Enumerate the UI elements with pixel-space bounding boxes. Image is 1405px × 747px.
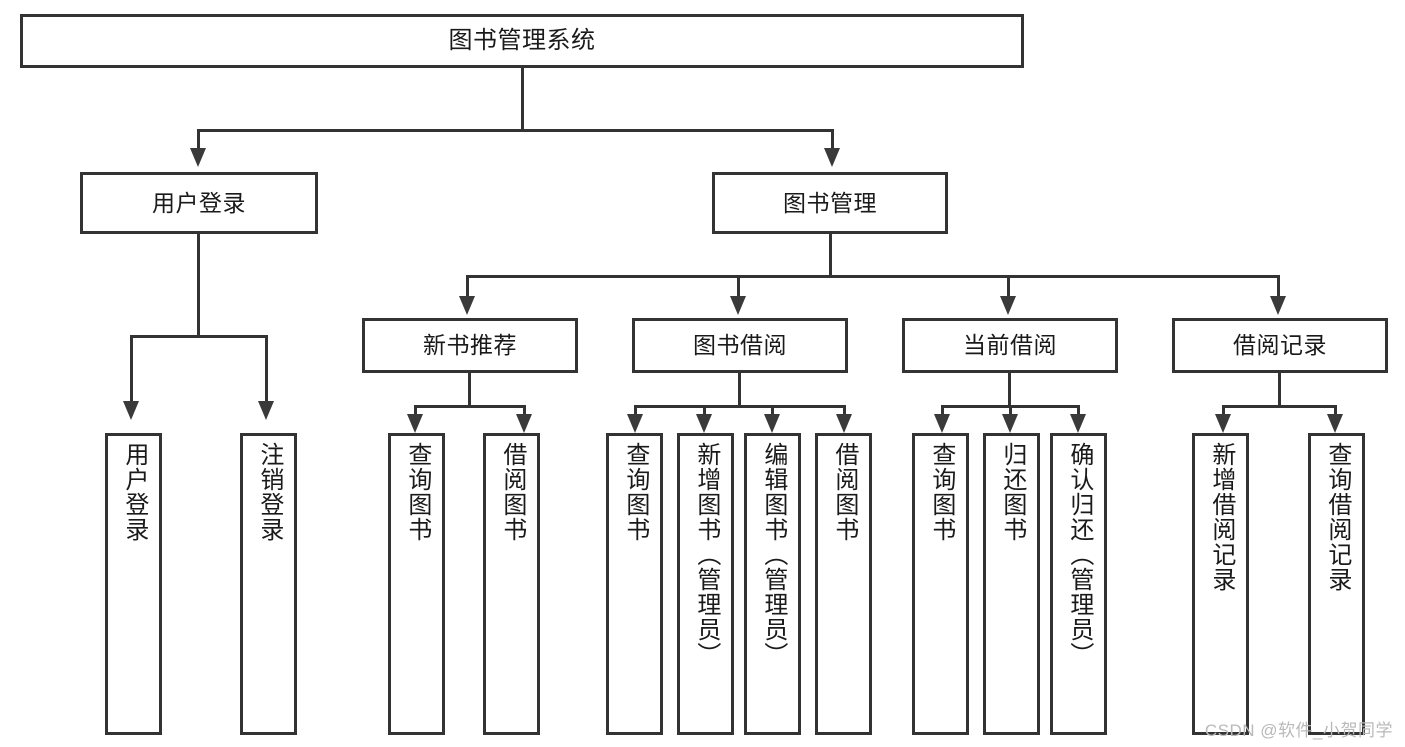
arrow-leaf-return-book xyxy=(1002,414,1018,433)
arrow-to-book-management xyxy=(824,148,840,167)
node-user-login-label: 用户登录 xyxy=(152,189,246,216)
node-leaf-query-book-3[interactable]: 查询图书 xyxy=(912,433,969,735)
node-leaf-query-record-label: 查询借阅记录 xyxy=(1323,442,1351,592)
edge-to-borrow-record xyxy=(1277,275,1280,297)
node-root-label: 图书管理系统 xyxy=(448,27,596,54)
node-leaf-user-logout[interactable]: 注销登录 xyxy=(240,433,297,735)
node-leaf-user-logout-label: 注销登录 xyxy=(255,442,283,542)
node-leaf-return-book[interactable]: 归还图书 xyxy=(983,433,1040,735)
arrow-to-book-borrow xyxy=(730,296,746,315)
arrow-to-borrow-record xyxy=(1270,296,1286,315)
edge-level2-bar xyxy=(466,275,1280,278)
arrow-to-current-borrow xyxy=(1000,296,1016,315)
arrow-leaf-query-record xyxy=(1327,414,1343,433)
edge-nbr-drop-2 xyxy=(523,405,526,419)
node-book-management[interactable]: 图书管理 xyxy=(712,172,948,234)
edge-user-login-drop-2 xyxy=(265,335,268,403)
node-leaf-add-record[interactable]: 新增借阅记录 xyxy=(1192,433,1249,735)
node-leaf-add-record-label: 新增借阅记录 xyxy=(1207,442,1235,592)
node-leaf-query-book-1-label: 查询图书 xyxy=(403,442,431,542)
arrow-leaf-query-book-2 xyxy=(627,414,643,433)
node-borrow-record-label: 借阅记录 xyxy=(1233,332,1327,359)
arrow-to-new-book-recommend xyxy=(459,296,475,315)
node-leaf-confirm-return[interactable]: 确认归还（管理员） xyxy=(1050,433,1107,735)
edge-cb-drop-1 xyxy=(941,405,944,419)
node-leaf-return-book-label: 归还图书 xyxy=(998,442,1026,542)
node-leaf-user-login-label: 用户登录 xyxy=(120,442,148,542)
edge-to-book-management xyxy=(831,129,834,149)
node-leaf-confirm-return-label: 确认归还（管理员） xyxy=(1065,442,1093,667)
edge-bb-drop-3 xyxy=(771,405,774,419)
arrow-leaf-add-record xyxy=(1215,414,1231,433)
arrow-leaf-user-logout xyxy=(258,401,274,420)
node-new-book-recommend-label: 新书推荐 xyxy=(423,332,517,359)
edge-current-borrow-stem xyxy=(1008,373,1011,407)
node-leaf-query-book-2-label: 查询图书 xyxy=(621,442,649,542)
node-leaf-query-book-2[interactable]: 查询图书 xyxy=(606,433,663,735)
edge-book-management-stem xyxy=(829,234,832,277)
edge-to-book-borrow xyxy=(737,275,740,297)
edge-user-login-drop-1 xyxy=(130,335,133,403)
node-leaf-borrow-book-2[interactable]: 借阅图书 xyxy=(815,433,872,735)
node-new-book-recommend[interactable]: 新书推荐 xyxy=(362,318,578,373)
arrow-leaf-borrow-book-2 xyxy=(836,414,852,433)
arrow-leaf-edit-book xyxy=(764,414,780,433)
edge-user-login-stem xyxy=(197,234,200,337)
node-leaf-add-book[interactable]: 新增图书（管理员） xyxy=(677,433,734,735)
node-current-borrow-label: 当前借阅 xyxy=(963,332,1057,359)
node-leaf-edit-book[interactable]: 编辑图书（管理员） xyxy=(744,433,801,735)
edge-new-book-recommend-stem xyxy=(468,373,471,407)
edge-to-current-borrow xyxy=(1007,275,1010,297)
node-leaf-borrow-book-2-label: 借阅图书 xyxy=(830,442,858,542)
node-user-login[interactable]: 用户登录 xyxy=(80,172,318,234)
edge-book-borrow-bar xyxy=(634,405,846,408)
edge-bb-drop-2 xyxy=(703,405,706,419)
edge-user-login-bar xyxy=(130,335,268,338)
arrow-leaf-add-book xyxy=(696,414,712,433)
edge-borrow-record-stem xyxy=(1278,373,1281,407)
arrow-leaf-query-book-1 xyxy=(407,414,423,433)
edge-to-user-login xyxy=(197,129,200,149)
edge-to-new-book-recommend xyxy=(466,275,469,297)
edge-cb-drop-2 xyxy=(1009,405,1012,419)
arrow-leaf-confirm-return xyxy=(1070,414,1086,433)
node-leaf-user-login[interactable]: 用户登录 xyxy=(105,433,162,735)
node-book-borrow[interactable]: 图书借阅 xyxy=(632,318,848,373)
edge-bb-drop-4 xyxy=(843,405,846,419)
edge-bb-drop-1 xyxy=(634,405,637,419)
edge-borrow-record-bar xyxy=(1222,405,1337,408)
edge-br-drop-1 xyxy=(1222,405,1225,419)
node-root[interactable]: 图书管理系统 xyxy=(20,14,1024,68)
watermark: CSDN @软件_小贺同学 xyxy=(1204,721,1393,740)
node-leaf-query-book-1[interactable]: 查询图书 xyxy=(388,433,445,735)
edge-level1-bar xyxy=(197,129,834,132)
arrow-leaf-user-login xyxy=(123,401,139,420)
edge-cb-drop-3 xyxy=(1077,405,1080,419)
arrow-to-user-login xyxy=(190,148,206,167)
arrow-leaf-query-book-3 xyxy=(934,414,950,433)
arrow-leaf-borrow-book-1 xyxy=(516,414,532,433)
edge-nbr-drop-1 xyxy=(414,405,417,419)
node-leaf-borrow-book-1[interactable]: 借阅图书 xyxy=(483,433,540,735)
edge-root-stem xyxy=(521,68,524,131)
edge-br-drop-2 xyxy=(1334,405,1337,419)
node-current-borrow[interactable]: 当前借阅 xyxy=(902,318,1118,373)
node-borrow-record[interactable]: 借阅记录 xyxy=(1172,318,1388,373)
node-leaf-borrow-book-1-label: 借阅图书 xyxy=(498,442,526,542)
node-leaf-query-record[interactable]: 查询借阅记录 xyxy=(1308,433,1365,735)
node-leaf-add-book-label: 新增图书（管理员） xyxy=(692,442,720,667)
edge-new-book-recommend-bar xyxy=(414,405,526,408)
node-leaf-query-book-3-label: 查询图书 xyxy=(927,442,955,542)
node-book-management-label: 图书管理 xyxy=(783,189,877,216)
node-book-borrow-label: 图书借阅 xyxy=(693,332,787,359)
edge-book-borrow-stem xyxy=(738,373,741,407)
node-leaf-edit-book-label: 编辑图书（管理员） xyxy=(759,442,787,667)
